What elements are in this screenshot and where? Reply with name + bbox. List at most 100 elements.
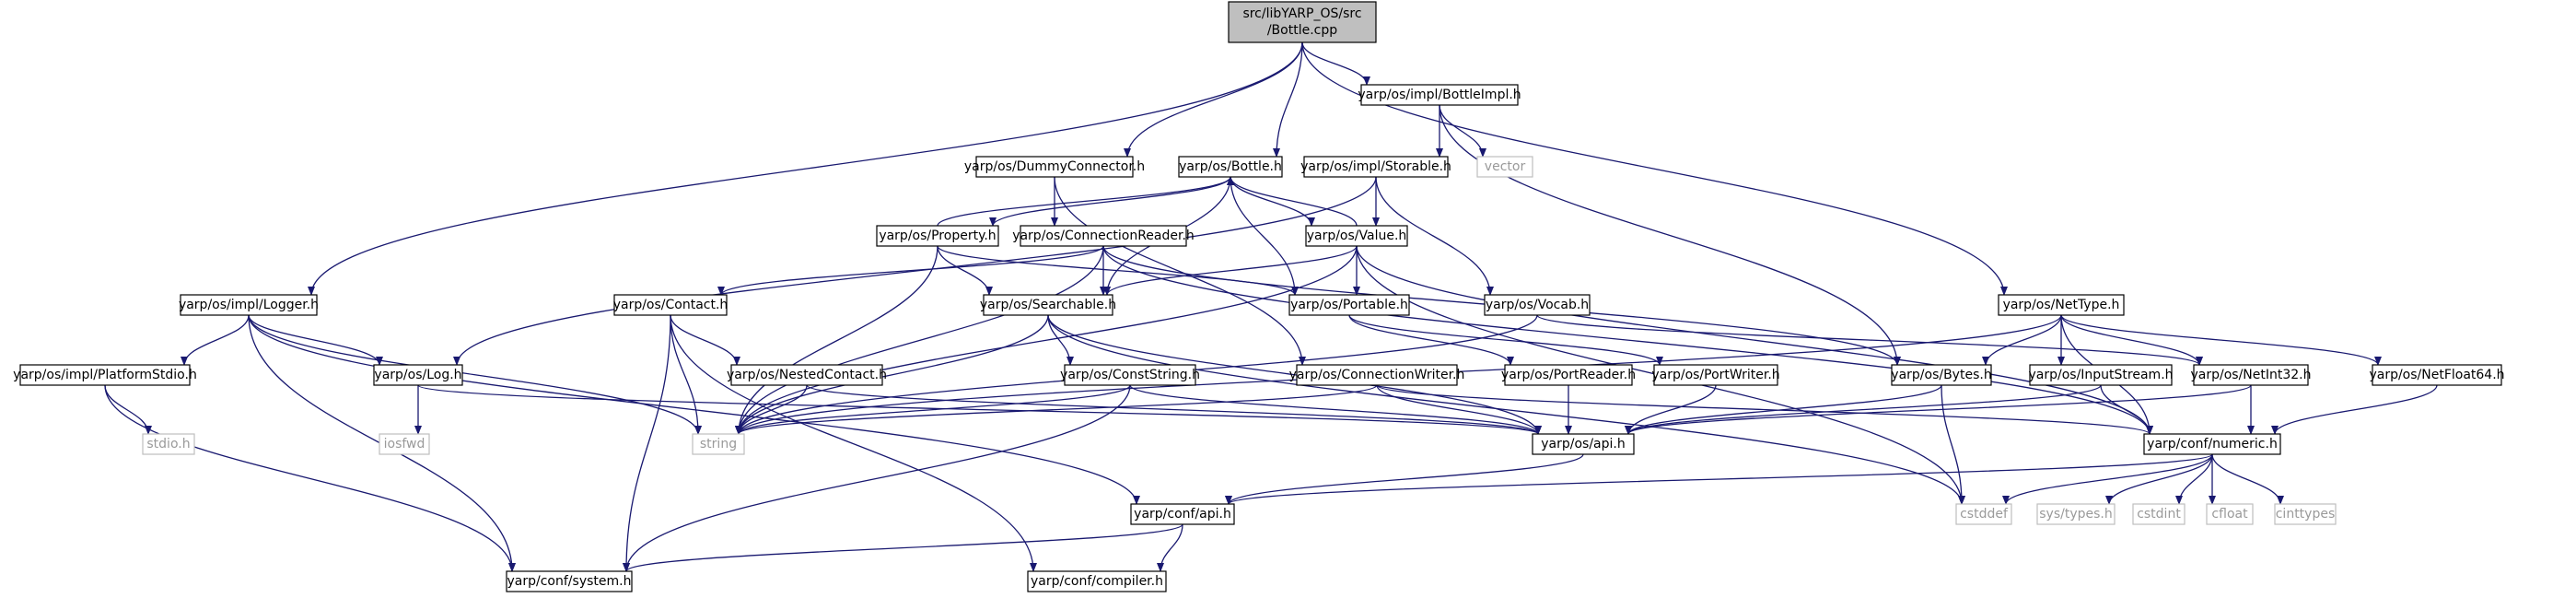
edge-logger-to-log xyxy=(248,314,383,366)
node-label-bottle_h: yarp/os/Bottle.h xyxy=(1179,159,1282,174)
edge-os_api-to-conf_api xyxy=(1225,453,1584,505)
node-label-platformstdio: yarp/os/impl/PlatformStdio.h xyxy=(13,368,197,382)
edge-nettype-to-netfloat64 xyxy=(2060,314,2382,366)
edge-conststring-to-system xyxy=(623,384,1131,572)
edge-bottle_h-to-portable xyxy=(1230,176,1299,296)
node-nettype[interactable]: yarp/os/NetType.h xyxy=(1998,294,2125,316)
node-box-value xyxy=(1305,225,1408,247)
edge-platformstdio-to-system xyxy=(104,384,516,572)
node-box-iosfwd xyxy=(379,433,430,455)
node-box-cstdint xyxy=(2132,503,2186,525)
node-connectionwriter[interactable]: yarp/os/ConnectionWriter.h xyxy=(1289,364,1465,386)
node-label-vector: vector xyxy=(1485,159,1526,174)
node-contact[interactable]: yarp/os/Contact.h xyxy=(613,294,729,316)
edge-logger-to-conf_api xyxy=(248,314,1140,505)
node-box-connectionwriter xyxy=(1296,364,1458,386)
node-cstdint: cstdint xyxy=(2132,503,2186,525)
node-label-cstddef: cstddef xyxy=(1960,507,2009,522)
node-label-contact: yarp/os/Contact.h xyxy=(613,298,729,312)
node-label-netint32: yarp/os/NetInt32.h xyxy=(2190,368,2311,382)
edge-conf_api-to-system xyxy=(623,523,1183,572)
node-os_api[interactable]: yarp/os/api.h xyxy=(1532,433,1635,455)
node-value[interactable]: yarp/os/Value.h xyxy=(1305,225,1408,247)
node-box-netfloat64 xyxy=(2372,364,2502,386)
node-box-inputstream xyxy=(2029,364,2173,386)
node-logger[interactable]: yarp/os/impl/Logger.h xyxy=(179,294,319,316)
node-box-numeric xyxy=(2143,433,2281,455)
node-label-bytes: yarp/os/Bytes.h xyxy=(1891,368,1991,382)
edge-property-to-searchable xyxy=(937,245,993,296)
node-nestedcontact[interactable]: yarp/os/NestedContact.h xyxy=(727,364,887,386)
node-connectionreader[interactable]: yarp/os/ConnectionReader.h xyxy=(1012,225,1195,247)
edge-numeric-to-systypes xyxy=(2105,453,2213,505)
node-label-portwriter: yarp/os/PortWriter.h xyxy=(1651,368,1779,382)
node-label-compiler: yarp/conf/compiler.h xyxy=(1031,574,1163,589)
node-box-string xyxy=(692,433,745,455)
edge-bottle_cpp-to-logger xyxy=(308,41,1303,296)
node-compiler[interactable]: yarp/conf/compiler.h xyxy=(1027,570,1167,592)
node-label-logger: yarp/os/impl/Logger.h xyxy=(179,298,319,312)
node-bottle_cpp[interactable]: src/libYARP_OS/src/Bottle.cpp xyxy=(1228,1,1377,43)
edge-bottle_cpp-to-bottleimpl xyxy=(1301,41,1370,86)
node-box-portable xyxy=(1288,294,1410,316)
node-netint32[interactable]: yarp/os/NetInt32.h xyxy=(2190,364,2312,386)
node-bottleimpl[interactable]: yarp/os/impl/BottleImpl.h xyxy=(1358,84,1521,106)
node-conf_api[interactable]: yarp/conf/api.h xyxy=(1130,503,1235,525)
edge-bottle_h-to-value xyxy=(1230,176,1315,227)
node-iosfwd: iosfwd xyxy=(379,433,430,455)
edge-value-to-string xyxy=(735,245,1358,435)
edge-vocab-to-netint32 xyxy=(1536,314,2203,366)
node-bytes[interactable]: yarp/os/Bytes.h xyxy=(1891,364,1992,386)
node-label-stdio: stdio.h xyxy=(146,437,190,451)
node-inputstream[interactable]: yarp/os/InputStream.h xyxy=(2028,364,2174,386)
node-box-stdio xyxy=(142,433,195,455)
edge-inputstream-to-os_api xyxy=(1625,384,2102,435)
edge-netint32-to-os_api xyxy=(1625,384,2252,435)
node-box-cstddef xyxy=(1955,503,2012,525)
edge-searchable-to-conststring xyxy=(1047,314,1074,366)
edge-connectionwriter-to-string xyxy=(735,384,1378,435)
node-box-property xyxy=(876,225,999,247)
node-stdio: stdio.h xyxy=(142,433,195,455)
node-systypes: sys/types.h xyxy=(2036,503,2116,525)
edge-storable-to-vocab xyxy=(1375,176,1494,296)
node-box-cinttypes xyxy=(2274,503,2337,525)
node-box-os_api xyxy=(1532,433,1635,455)
node-cfloat: cfloat xyxy=(2206,503,2254,525)
edge-nettype-to-bytes xyxy=(1982,314,2062,366)
edge-nestedcontact-to-os_api xyxy=(806,384,1542,435)
edge-bottle_cpp-to-bottle_h xyxy=(1273,41,1303,158)
edge-property-to-bottle_h xyxy=(937,176,1234,227)
node-label-conststring: yarp/os/ConstString.h xyxy=(1060,368,1200,382)
edge-connectionreader-to-numeric xyxy=(1102,245,2153,435)
node-netfloat64[interactable]: yarp/os/NetFloat64.h xyxy=(2369,364,2505,386)
node-bottle_h[interactable]: yarp/os/Bottle.h xyxy=(1178,156,1283,178)
node-numeric[interactable]: yarp/conf/numeric.h xyxy=(2143,433,2281,455)
node-box-storable xyxy=(1303,156,1449,178)
node-label-nettype: yarp/os/NetType.h xyxy=(2003,298,2120,312)
node-portreader[interactable]: yarp/os/PortReader.h xyxy=(1501,364,1636,386)
node-dummyconnector[interactable]: yarp/os/DummyConnector.h xyxy=(964,156,1145,178)
node-cinttypes: cinttypes xyxy=(2274,503,2337,525)
node-label-netfloat64: yarp/os/NetFloat64.h xyxy=(2369,368,2504,382)
edge-searchable-to-cstddef xyxy=(1047,314,1965,505)
node-platformstdio[interactable]: yarp/os/impl/PlatformStdio.h xyxy=(13,364,197,386)
edge-bottle_cpp-to-nettype xyxy=(1301,41,2008,296)
node-label-dummyconnector: yarp/os/DummyConnector.h xyxy=(964,159,1145,174)
node-system[interactable]: yarp/conf/system.h xyxy=(506,570,633,592)
node-cstddef: cstddef xyxy=(1955,503,2012,525)
edge-contact-to-string xyxy=(670,314,702,435)
edge-numeric-to-cstdint xyxy=(2175,453,2213,505)
node-searchable[interactable]: yarp/os/Searchable.h xyxy=(980,294,1116,316)
node-box-contact xyxy=(613,294,728,316)
node-vocab[interactable]: yarp/os/Vocab.h xyxy=(1484,294,1591,316)
edge-log-to-os_api xyxy=(417,384,1542,435)
node-portwriter[interactable]: yarp/os/PortWriter.h xyxy=(1651,364,1780,386)
node-conststring[interactable]: yarp/os/ConstString.h xyxy=(1060,364,1200,386)
node-portable[interactable]: yarp/os/Portable.h xyxy=(1288,294,1410,316)
node-box-vocab xyxy=(1484,294,1591,316)
node-property[interactable]: yarp/os/Property.h xyxy=(876,225,999,247)
node-log[interactable]: yarp/os/Log.h xyxy=(373,364,463,386)
node-storable[interactable]: yarp/os/impl/Storable.h xyxy=(1300,156,1451,178)
edge-value-to-bottle_h xyxy=(1227,176,1358,227)
